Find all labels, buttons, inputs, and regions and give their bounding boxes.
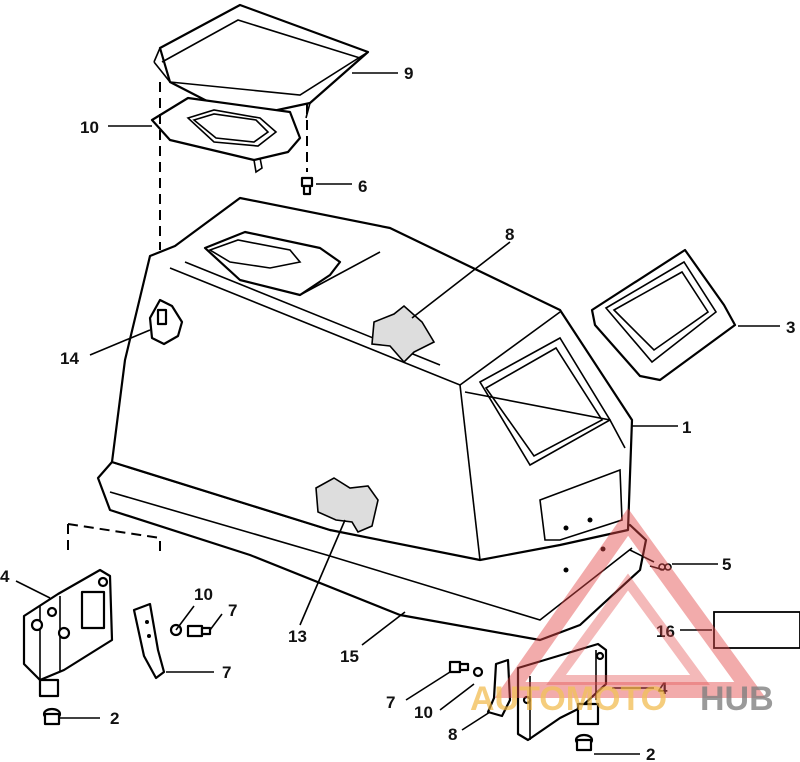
part-grommet-right [574, 733, 594, 752]
part-bracket-right [516, 642, 608, 742]
callout-9: 8 [505, 225, 514, 244]
callout-8-left: 7 [222, 663, 231, 682]
part-strap-left [132, 602, 166, 680]
part-gasket-frame [150, 96, 302, 174]
callout-2-right: 2 [646, 745, 655, 762]
alignment-lines [67, 82, 308, 556]
part-strap-right [486, 658, 512, 718]
part-fasteners-left [169, 623, 212, 638]
part-clip-5 [629, 549, 672, 571]
watermark-triangle-icon [494, 508, 766, 698]
part-decal-9 [371, 304, 436, 364]
callout-8-right: 8 [448, 725, 457, 744]
watermark-text-automoto: AUTOMOTO [470, 680, 667, 718]
callout-7-left: 7 [228, 601, 237, 620]
callout-15: 15 [340, 647, 359, 666]
callout-1: 1 [682, 418, 691, 437]
leader-lines [15, 72, 780, 755]
callout-16: 16 [656, 622, 675, 641]
callout-10-right: 10 [414, 703, 433, 722]
callout-13: 9 [404, 64, 413, 83]
watermark-logo: AUTOMOTO HUB [470, 508, 774, 718]
callout-14: 10 [80, 118, 99, 137]
callout-6: 6 [358, 177, 367, 196]
callout-11: 13 [288, 627, 307, 646]
watermark-inner-triangle-icon [546, 573, 710, 685]
callout-labels: 9 10 6 8 3 1 14 5 4 2 7 10 7 13 15 16 4 … [0, 64, 795, 762]
callout-3: 3 [786, 318, 795, 337]
part-bracket-left [22, 568, 114, 698]
watermark-text-hub: HUB [700, 680, 774, 718]
part-main-cowl [96, 196, 648, 642]
part-top-cover [153, 3, 370, 120]
part-label-box-16 [713, 611, 800, 649]
callout-12: 14 [60, 349, 79, 368]
callout-7-right: 7 [386, 693, 395, 712]
part-screw-6 [300, 176, 314, 196]
callout-2-left: 2 [110, 709, 119, 728]
part-latch-knob [148, 298, 184, 346]
part-decal-11 [315, 477, 379, 534]
part-grommet-left [42, 707, 62, 726]
callout-4-right: 4 [658, 679, 668, 698]
callout-10-left: 10 [194, 585, 213, 604]
callout-4-left: 4 [0, 567, 10, 586]
callout-5: 5 [722, 555, 731, 574]
part-side-window [590, 248, 737, 382]
part-fasteners-right [448, 660, 484, 678]
